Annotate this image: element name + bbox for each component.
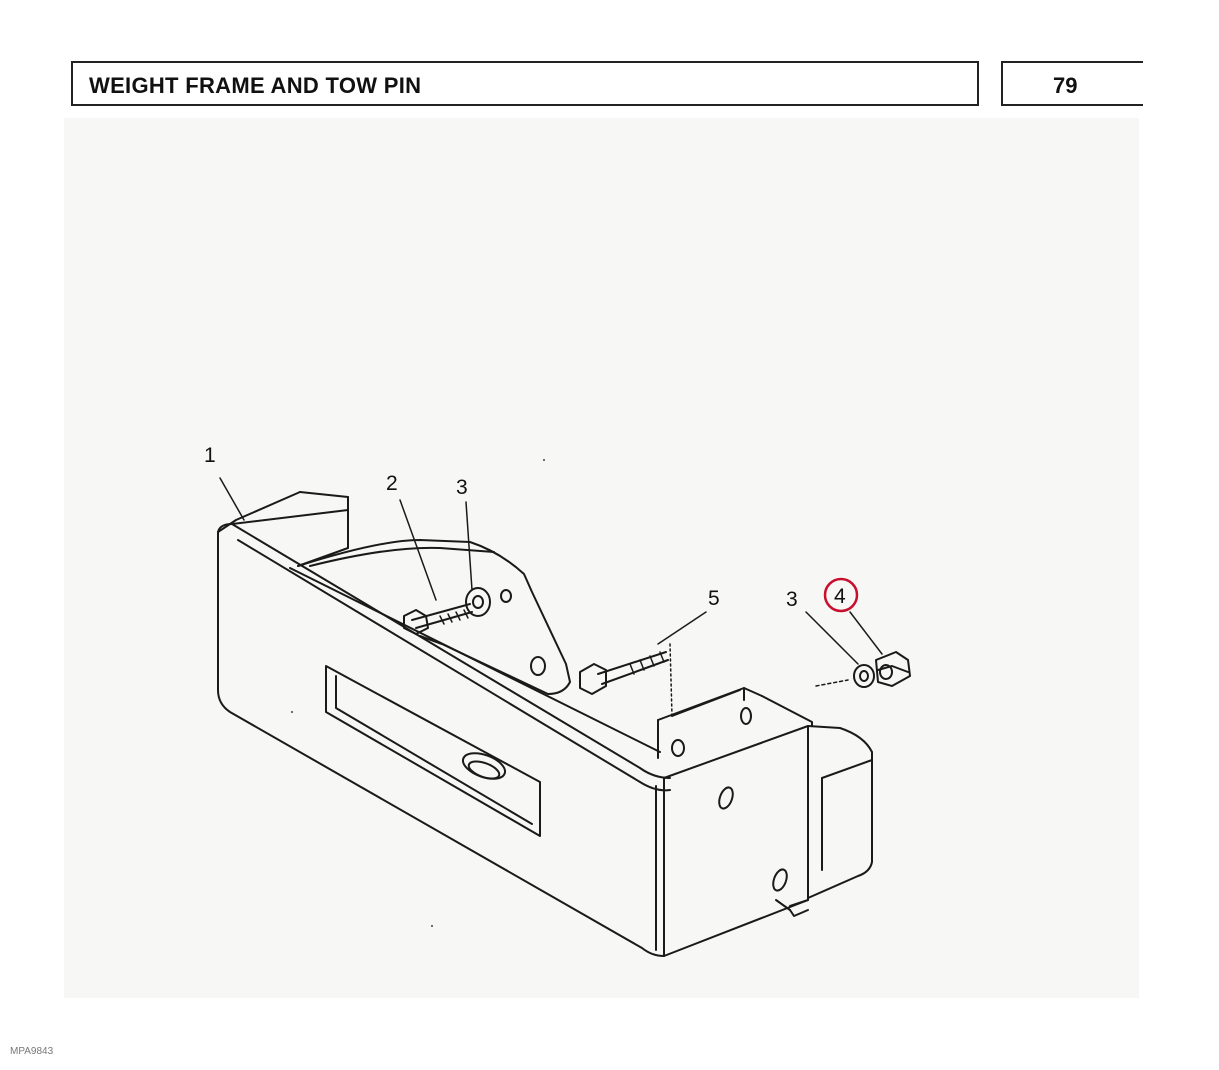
weight-frame [217,491,873,957]
bolt-2 [403,603,473,635]
page-title: WEIGHT FRAME AND TOW PIN [89,73,422,98]
washer-3-right [853,664,875,688]
bolt-5 [579,651,669,695]
callout-5: 5 [708,587,720,610]
callout-2: 2 [386,472,398,495]
highlight-ring [823,577,859,613]
speck [431,925,433,927]
tow-pin-bracket [297,539,571,695]
speck [543,459,545,461]
callout-3-right: 3 [786,588,798,611]
callout-3-left: 3 [456,476,468,499]
speck [291,711,293,713]
page-number-box: 79 [1001,61,1143,106]
callout-1: 1 [204,444,216,467]
washer-3-left [465,587,491,617]
leader-lines [219,477,883,717]
page-number: 79 [1053,73,1078,98]
footer-code: MPA9843 [10,1046,54,1057]
nut-4 [875,651,911,687]
diagram-background [64,118,1139,998]
callout-4-highlighted: 4 [834,585,846,608]
title-box: WEIGHT FRAME AND TOW PIN [71,61,979,106]
